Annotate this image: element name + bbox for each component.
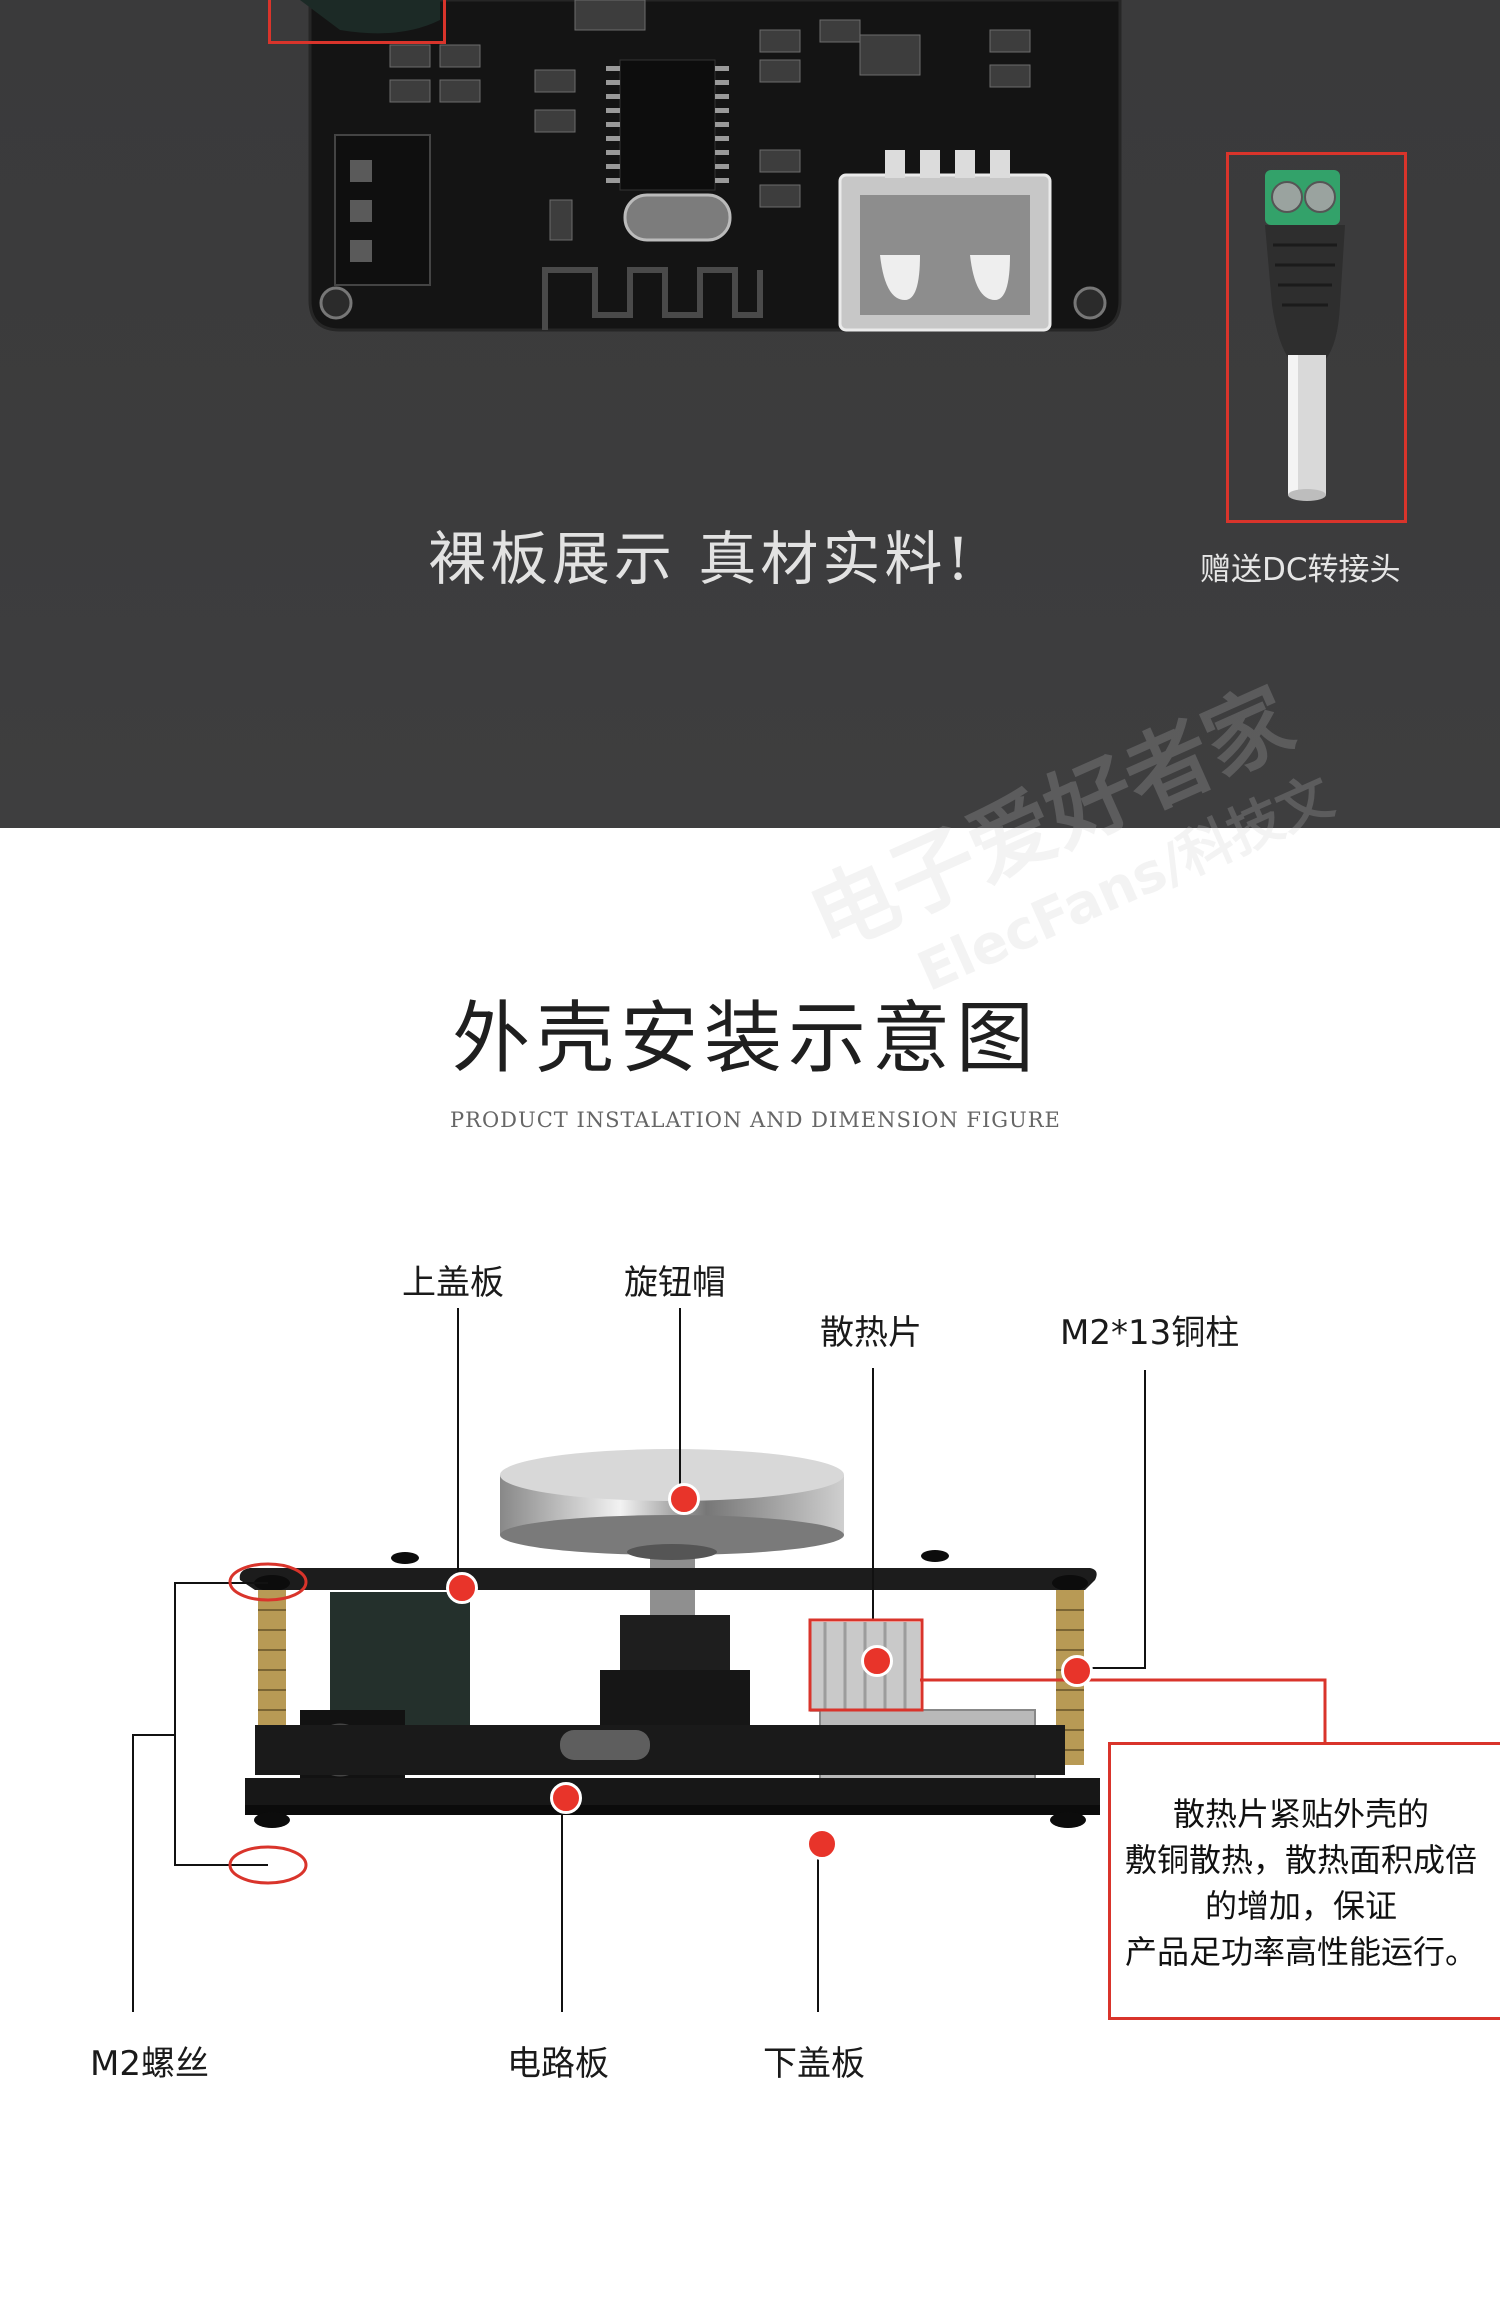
note-line-2: 敷铜散热，散热面积成倍: [1125, 1841, 1478, 1879]
capacitor-highlight-box: [268, 0, 446, 44]
section-subtitle: PRODUCT INSTALATION AND DIMENSION FIGURE: [450, 1108, 1061, 1132]
marker-dot: [550, 1782, 582, 1814]
label-copper-standoff: M2*13铜柱: [1060, 1313, 1240, 1353]
label-top-cover: 上盖板: [402, 1263, 504, 1303]
label-m2-screw: M2螺丝: [90, 2044, 209, 2084]
heatsink-note-box: 散热片紧贴外壳的 敷铜散热，散热面积成倍 的增加，保证 产品足功率高性能运行。: [1108, 1742, 1500, 2020]
note-line-1: 散热片紧贴外壳的: [1172, 1795, 1429, 1833]
board-caption: 裸板展示 真材实料!: [428, 525, 974, 593]
label-knob-cap: 旋钮帽: [624, 1263, 726, 1303]
section-title: 外壳安装示意图: [452, 994, 1041, 1084]
marker-dot: [668, 1483, 700, 1515]
marker-dot: [806, 1828, 838, 1860]
marker-dot: [1061, 1655, 1093, 1687]
marker-dot: [446, 1572, 478, 1604]
marker-dot: [861, 1645, 893, 1677]
bare-board-photo: [300, 0, 1345, 501]
label-bottom-cover: 下盖板: [763, 2044, 865, 2084]
callout-lines: [132, 1308, 1327, 2012]
board-showcase-section: 裸板展示 真材实料! 赠送DC转接头: [0, 0, 1500, 828]
dc-adapter-caption: 赠送DC转接头: [1200, 552, 1401, 588]
note-line-3: 的增加，保证: [1204, 1887, 1397, 1925]
label-heatsink: 散热片: [820, 1313, 922, 1353]
note-line-4: 产品足功率高性能运行。: [1125, 1933, 1478, 1971]
label-circuit-board: 电路板: [507, 2044, 609, 2084]
dc-adapter-highlight-box: [1226, 152, 1407, 523]
